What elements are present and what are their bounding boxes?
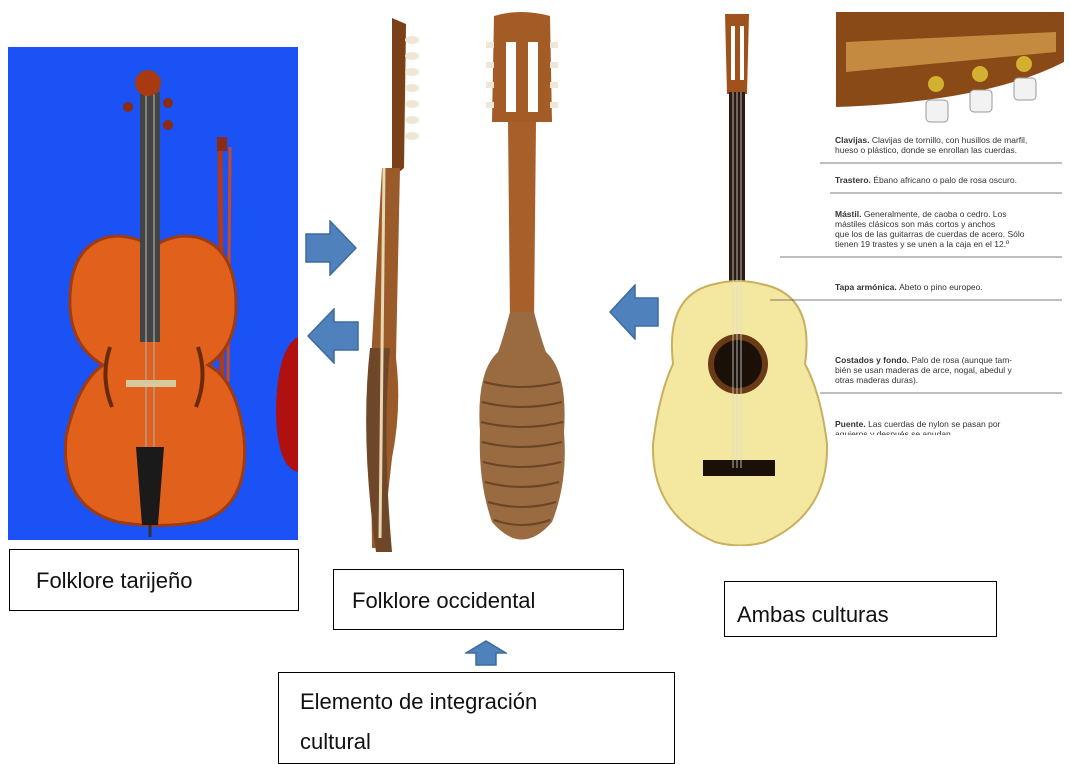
arrow-right-to-charango	[305, 219, 358, 277]
guitar-label-0: Clavijas. Clavijas de tornillo, con husi…	[820, 135, 1062, 164]
arrow-up-to-occidental	[463, 640, 509, 666]
svg-text:Tapa armónica. Abeto o pino eu: Tapa armónica. Abeto o pino europeo.	[835, 282, 983, 292]
guitar-label-3: Tapa armónica. Abeto o pino europeo.	[770, 282, 1062, 301]
caption-elemento-integracion-line2: cultural	[300, 729, 371, 754]
guitar-label-5: Puente. Las cuerdas de nylon se pasan po…	[795, 419, 1062, 448]
caption-ambas-culturas-text: Ambas culturas	[737, 602, 889, 627]
guitar-label-4: Costados y fondo. Palo de rosa (aunque t…	[820, 355, 1062, 394]
caption-elemento-integracion: Elemento de integración cultural	[278, 672, 675, 764]
charango-side-image	[362, 18, 424, 552]
caption-folklore-occidental: Folklore occidental	[333, 569, 624, 630]
svg-text:tienen 19 trastes y se unen a: tienen 19 trastes y se unen a la caja en…	[835, 239, 1009, 249]
svg-text:mástiles clásicos son más cort: mástiles clásicos son más cortos y ancho…	[835, 219, 995, 229]
caption-elemento-integracion-line1: Elemento de integración	[300, 689, 538, 714]
caption-folklore-tarijeno: Folklore tarijeño	[9, 549, 299, 611]
violin-image	[8, 47, 298, 540]
caption-folklore-tarijeno-text: Folklore tarijeño	[36, 568, 193, 593]
headstock-detail-image	[836, 12, 1064, 137]
guitar-label-1: Trastero. Ébano africano o palo de rosa …	[830, 175, 1062, 194]
guitar-image	[645, 14, 830, 547]
svg-text:Mástil. Generalmente, de caoba: Mástil. Generalmente, de caoba o cedro. …	[835, 209, 1007, 219]
svg-text:Clavijas. Clavijas de tornillo: Clavijas. Clavijas de tornillo, con husi…	[835, 135, 1027, 145]
arrow-left-from-guitar	[608, 283, 659, 341]
svg-text:bién se usan maderas de arce,: bién se usan maderas de arce, nogal, abe…	[835, 365, 1012, 375]
guitar-annotations: Clavijas. Clavijas de tornillo, con husi…	[700, 135, 1070, 448]
svg-text:que los de las guitarras de cu: que los de las guitarras de cuerdas de a…	[835, 229, 1025, 239]
charango-back-image	[472, 12, 572, 552]
svg-text:otras maderas duras).: otras maderas duras).	[835, 375, 918, 385]
guitar-label-2: Mástil. Generalmente, de caoba o cedro. …	[780, 209, 1062, 258]
svg-text:Costados y fondo. Palo de rosa: Costados y fondo. Palo de rosa (aunque t…	[835, 355, 1012, 365]
svg-text:agujeros y después se anudan.: agujeros y después se anudan.	[835, 429, 953, 435]
svg-text:Trastero. Ébano africano o pal: Trastero. Ébano africano o palo de rosa …	[835, 175, 1017, 185]
caption-folklore-occidental-text: Folklore occidental	[352, 588, 536, 613]
svg-text:hueso o plástico, donde se enr: hueso o plástico, donde se enrollan las …	[835, 145, 1017, 155]
caption-ambas-culturas: Ambas culturas	[724, 581, 997, 637]
svg-text:Puente. Las cuerdas de nylon s: Puente. Las cuerdas de nylon se pasan po…	[835, 419, 1001, 429]
arrow-left-to-violin	[306, 307, 359, 365]
